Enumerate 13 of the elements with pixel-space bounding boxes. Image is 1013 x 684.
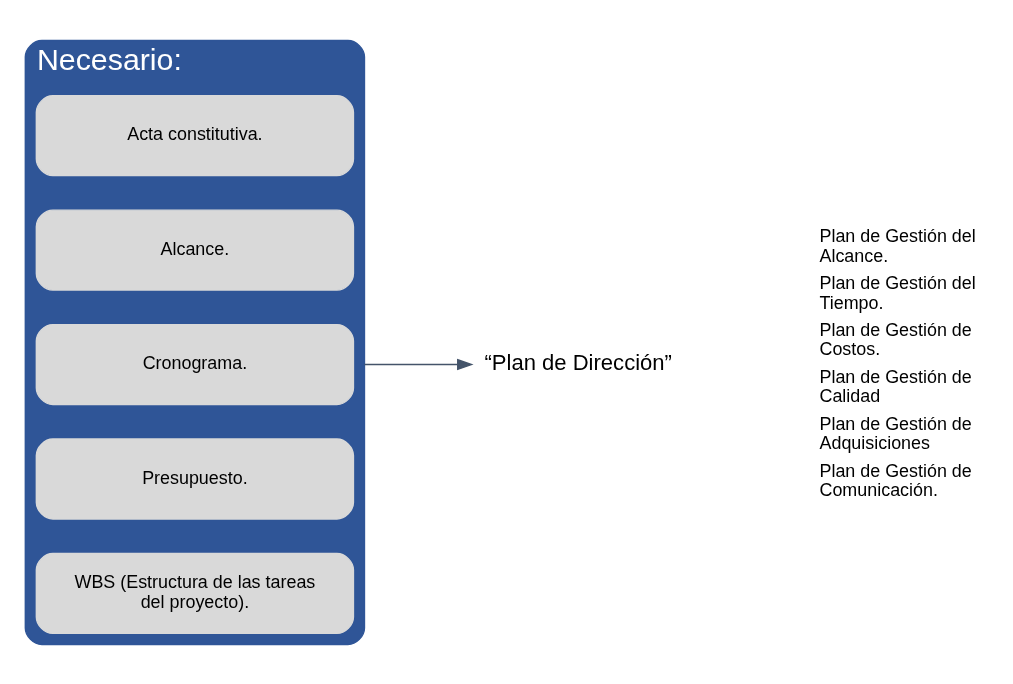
node-box: Acta constitutiva. [35,94,355,176]
label: Plan de Gestión de Adquisiciones [819,413,972,453]
arrow [363,358,474,370]
label: Plan de Gestión del Alcance. [819,225,976,266]
node-box: Presupuesto. [35,437,355,520]
node-text: “Plan de Dirección” [484,349,672,375]
node-box: Cronograma. [35,323,355,405]
node-box: WBS (Estructura de las tareas del proyecto). [35,552,355,634]
label: Plan de Gestión de Calidad [819,366,972,406]
node-box: Alcance. [35,208,355,291]
label: Plan de Gestión de Comunicación. [819,460,972,500]
label: Plan de Gestión del Tiempo. [819,272,976,313]
label: Plan de Gestión de Costos. [819,319,972,359]
